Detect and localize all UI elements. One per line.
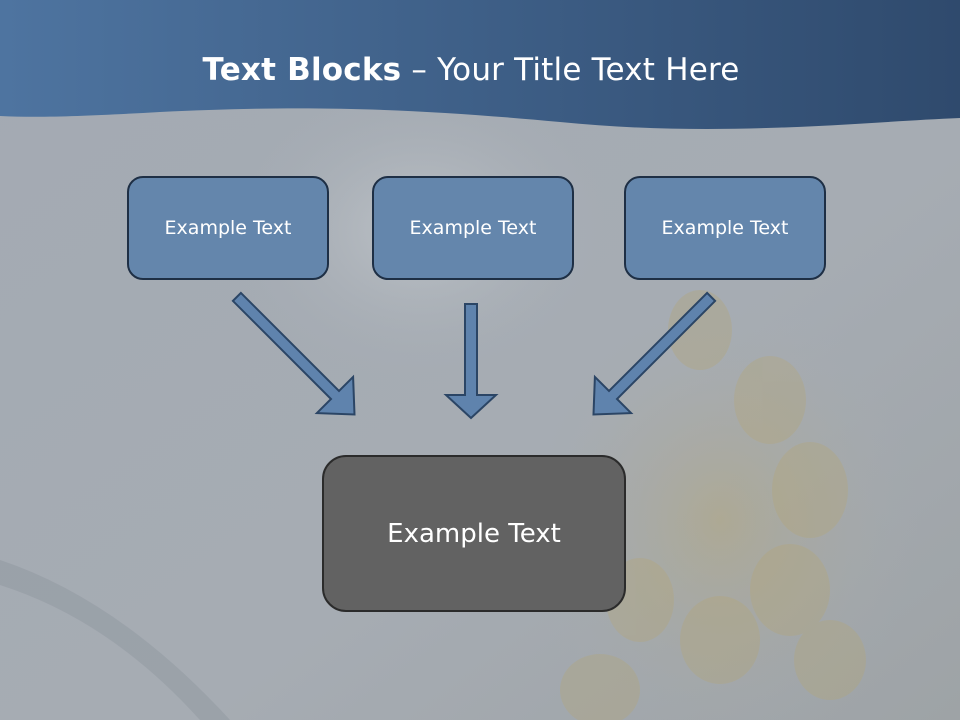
box-label: Example Text	[387, 518, 561, 549]
title-rest: Your Title Text Here	[437, 52, 740, 88]
title-bold: Text Blocks	[202, 52, 402, 88]
box-label: Example Text	[661, 217, 789, 239]
box-label: Example Text	[164, 217, 292, 239]
example-text-box-bottom: Example Text	[322, 455, 626, 612]
arrow-right	[592, 291, 717, 416]
box-label: Example Text	[409, 217, 537, 239]
arrow-left	[231, 291, 356, 416]
example-text-box-right: Example Text	[624, 176, 826, 280]
title-dash: –	[401, 52, 438, 88]
slide-title: Text Blocks – Your Title Text Here	[0, 52, 942, 88]
example-text-box-left: Example Text	[127, 176, 329, 280]
arrow-center	[443, 303, 499, 420]
example-text-box-center: Example Text	[372, 176, 574, 280]
